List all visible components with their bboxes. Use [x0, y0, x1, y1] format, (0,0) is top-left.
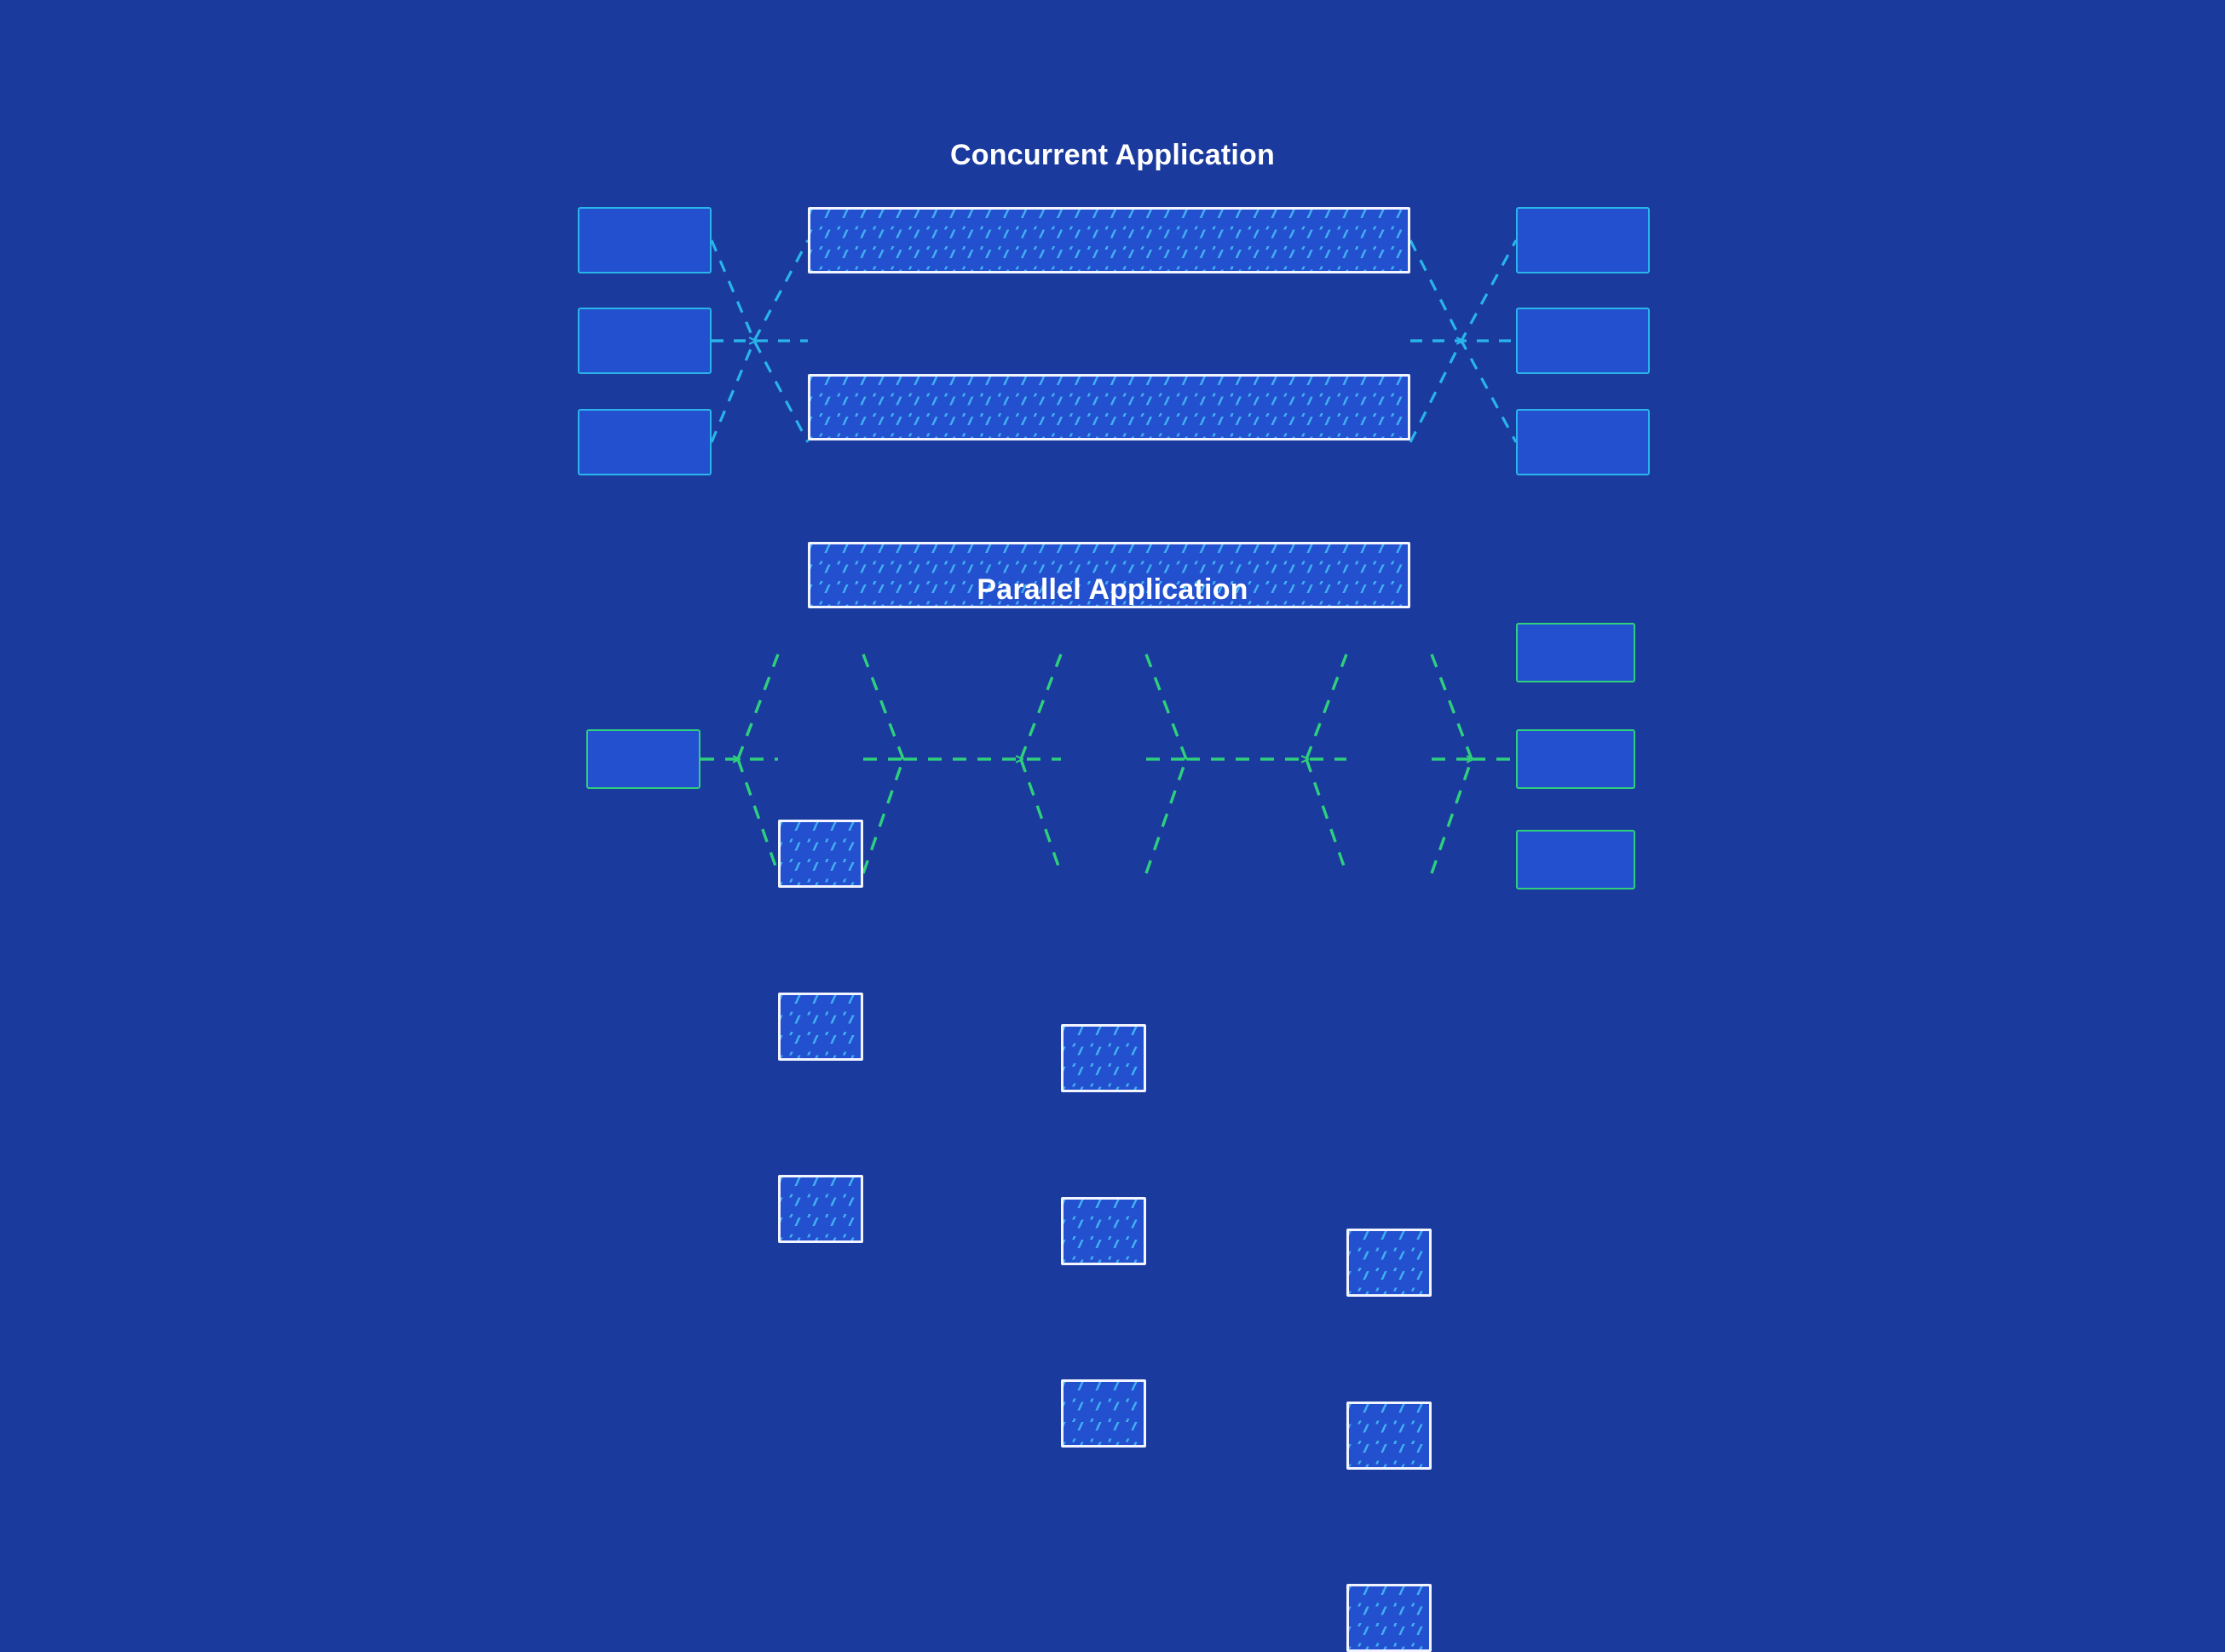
parallel-result-box[interactable]	[1516, 729, 1637, 798]
parallel-worker-box[interactable]	[778, 993, 863, 1061]
concurrent-task-box[interactable]	[578, 207, 713, 283]
concurrent-execution-bar[interactable]	[808, 374, 1410, 440]
parallel-worker-box[interactable]	[778, 1175, 863, 1243]
parallel-worker-box[interactable]	[1346, 1584, 1432, 1652]
concurrent-task-box[interactable]	[578, 308, 713, 383]
parallel-worker-box[interactable]	[1346, 1402, 1432, 1470]
parallel-source-box[interactable]	[586, 729, 702, 798]
parallel-section-title: Parallel Application	[977, 573, 1248, 606]
parallel-result-box[interactable]	[1516, 623, 1637, 692]
concurrent-task-box[interactable]	[578, 409, 713, 485]
parallel-worker-box[interactable]	[1061, 1197, 1146, 1265]
concurrent-result-box[interactable]	[1516, 308, 1651, 383]
parallel-worker-box[interactable]	[1061, 1024, 1146, 1092]
concurrent-execution-bar[interactable]	[808, 542, 1410, 608]
concurrent-result-box[interactable]	[1516, 409, 1651, 485]
diagram-canvas: Concurrent Application	[578, 139, 1651, 1652]
concurrent-section-title: Concurrent Application	[950, 139, 1275, 171]
concurrent-result-box[interactable]	[1516, 207, 1651, 283]
parallel-worker-box[interactable]	[778, 820, 863, 888]
parallel-worker-box[interactable]	[1346, 1229, 1432, 1297]
parallel-worker-box[interactable]	[1061, 1379, 1146, 1448]
parallel-result-box[interactable]	[1516, 830, 1637, 899]
concurrent-execution-bar[interactable]	[808, 207, 1410, 273]
